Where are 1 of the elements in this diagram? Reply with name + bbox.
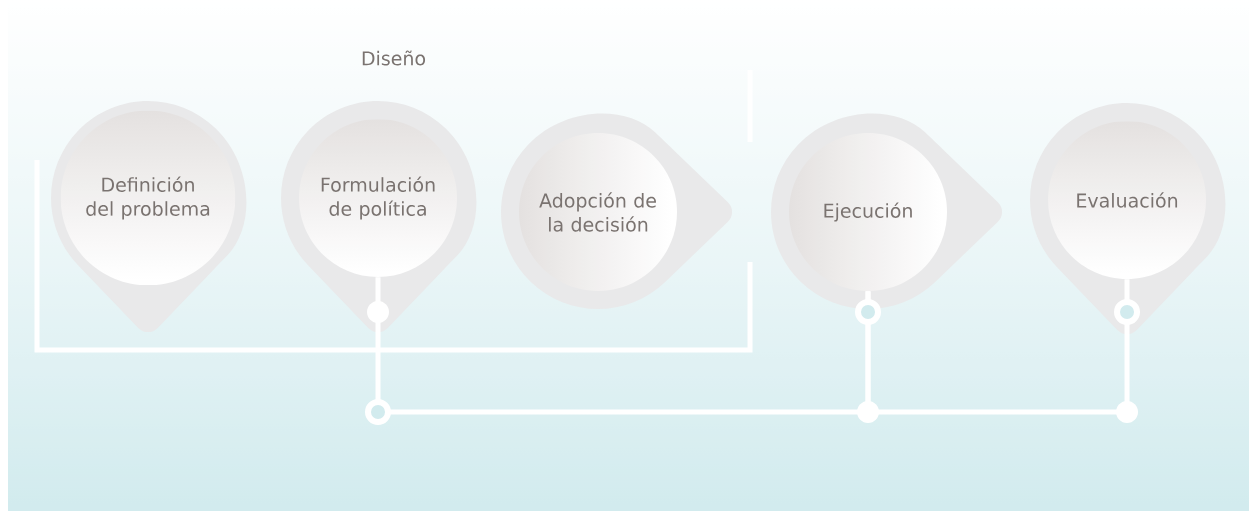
connector-line (865, 279, 1130, 415)
